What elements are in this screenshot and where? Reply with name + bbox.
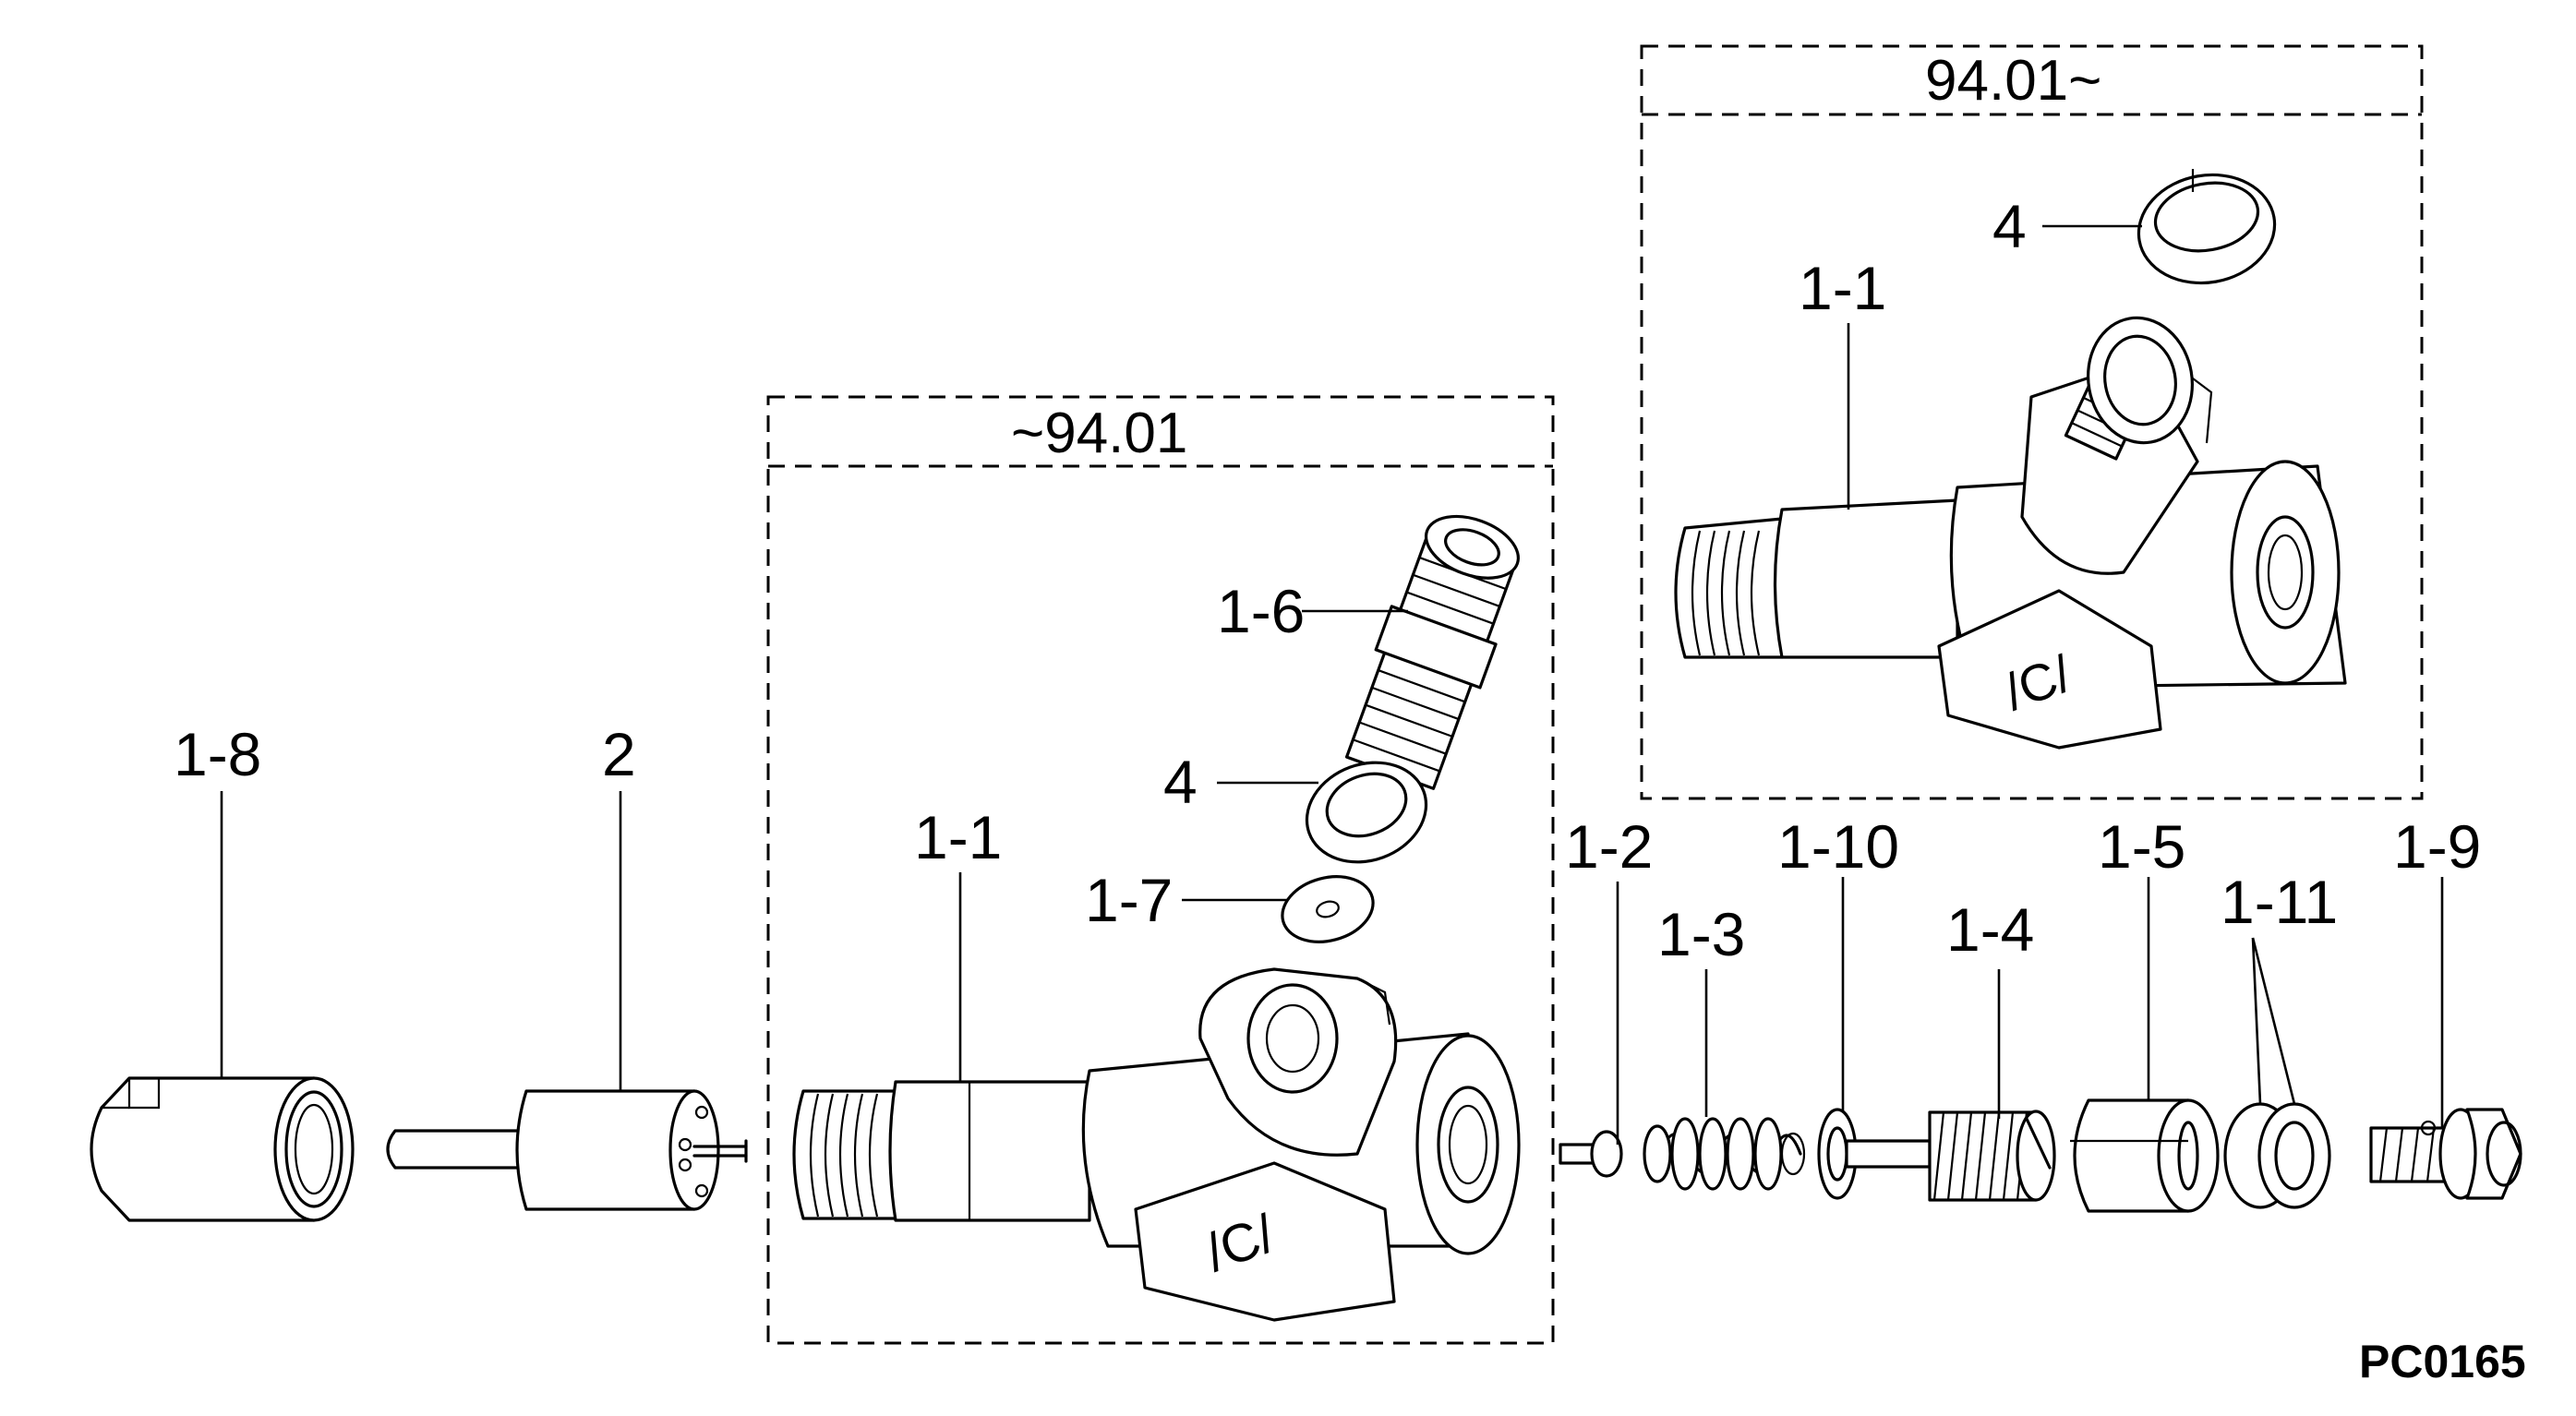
part-split-washer-late	[2137, 169, 2277, 285]
part-pin	[1559, 1130, 1623, 1178]
leader-lines	[220, 224, 2444, 1145]
label-1-3: 1-3	[1657, 900, 1745, 968]
label-1-7: 1-7	[1085, 866, 1173, 934]
part-pressure-fitting	[1344, 514, 1520, 790]
part-small-washer	[1281, 875, 1375, 943]
label-1-10: 1-10	[1777, 812, 1899, 881]
label-4-late: 4	[1992, 192, 2027, 260]
early-version-box: ~94.01	[766, 395, 1555, 1345]
label-1-6: 1-6	[1217, 577, 1305, 645]
label-1-8: 1-8	[174, 720, 261, 788]
part-nozzle	[386, 1089, 748, 1211]
part-shims	[2223, 1102, 2331, 1209]
label-1-2: 1-2	[1565, 812, 1653, 881]
part-spindle	[1780, 1108, 1932, 1200]
early-version-header: ~94.01	[1011, 402, 1187, 465]
label-1-11: 1-11	[2221, 868, 2338, 936]
part-sealing-washer-early	[1305, 761, 1428, 864]
label-2: 2	[602, 720, 636, 788]
late-version-box: 94.01~	[1640, 44, 2424, 800]
label-1-1-late: 1-1	[1799, 254, 1886, 322]
part-nozzle-nut	[90, 1076, 355, 1222]
label-1-1-early: 1-1	[914, 803, 1002, 871]
label-4-early: 4	[1163, 748, 1198, 816]
late-version-header: 94.01~	[1925, 49, 2101, 113]
drawing-code: PC0165	[2359, 1336, 2526, 1387]
label-1-5: 1-5	[2098, 812, 2185, 881]
part-spring-large	[1928, 1110, 2056, 1202]
part-cap-screw	[2369, 1108, 2522, 1200]
label-1-4: 1-4	[1946, 895, 2034, 964]
part-injector-body-late: /C/	[1674, 316, 2347, 750]
part-spring-small	[1643, 1117, 1802, 1191]
part-sleeve	[2070, 1098, 2220, 1213]
label-1-9: 1-9	[2393, 812, 2481, 881]
part-injector-body-early: /C/	[792, 967, 1521, 1322]
